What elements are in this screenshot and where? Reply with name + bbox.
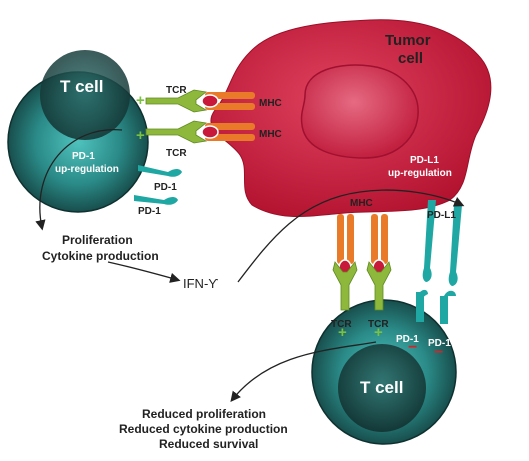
pdl1-label-bottom: PD-L1 — [427, 210, 456, 221]
mhc-label-lower: MHC — [259, 129, 282, 140]
pdl1-receptor-b — [448, 205, 462, 286]
arrow-to-ifn — [107, 261, 181, 283]
tcell-bottom-nucleus — [338, 344, 426, 432]
plus-sign-upper: + — [136, 92, 145, 109]
tumor-label-line2: cell — [398, 50, 423, 67]
arrow-proliferation — [35, 129, 123, 231]
mhc-label-upper: MHC — [259, 98, 282, 109]
pd1-label-bottom-a: PD-1 — [396, 334, 419, 345]
outcome-reduced-cytokine-production: Reduced cytokine production — [119, 422, 288, 436]
tcell-top-nucleus — [40, 50, 130, 140]
pdl1-upreg-label-line1: PD-L1 — [410, 155, 439, 166]
tcr-label-bottom-a: TCR — [331, 319, 352, 330]
pd1-top-label-a: PD-1 — [154, 182, 177, 193]
arrow-ifn-to-pdl1 — [237, 189, 465, 283]
pd1-label-bottom-b: PD-1 — [428, 338, 451, 349]
tcr-bottom-a — [332, 261, 358, 311]
tumor-nucleus — [300, 64, 419, 159]
minus-sign-a: − — [408, 339, 417, 356]
tumor-cell — [210, 19, 492, 217]
mhc-label-bottom: MHC — [350, 198, 373, 209]
plus-sign-bottom-a: + — [338, 324, 347, 341]
tcr-label-lower: TCR — [166, 148, 187, 159]
outcome-cytokine-production: Cytokine production — [42, 249, 159, 263]
outcome-proliferation: Proliferation — [62, 233, 133, 247]
plus-sign-bottom-b: + — [374, 324, 383, 341]
pd1-upreg-label-line1: PD-1 — [72, 151, 95, 162]
tumor-label-line1: Tumor — [385, 32, 431, 49]
pdl1-receptor-a — [422, 200, 436, 282]
ifn-label: IFN-ϒ — [183, 276, 218, 291]
pd1-receptor-bottom-a — [414, 289, 428, 322]
tcr-mhc-complex-lower — [145, 120, 255, 144]
plus-sign-lower: + — [136, 127, 145, 144]
pd1-receptor-top-a — [138, 165, 182, 177]
pd1-receptor-top-b — [134, 195, 178, 205]
pdl1-upreg-label-line2: up-regulation — [388, 168, 452, 179]
minus-sign-b: − — [434, 344, 443, 361]
outcome-reduced-survival: Reduced survival — [159, 437, 258, 451]
tcr-bottom-b — [366, 261, 392, 311]
arrow-reduced — [230, 341, 377, 403]
tcell-top-label: T cell — [60, 77, 103, 96]
tcr-mhc-complex-upper — [145, 89, 255, 113]
tcell-top — [7, 50, 149, 213]
tcell-bottom — [311, 299, 457, 445]
outcome-reduced-proliferation: Reduced proliferation — [142, 407, 266, 421]
pd1-receptor-bottom-b — [440, 290, 456, 324]
tcr-label-upper: TCR — [166, 85, 187, 96]
outcomes-top: Proliferation Cytokine production — [42, 233, 159, 263]
tcell-bottom-label: T cell — [360, 378, 403, 397]
pd1-top-label-b: PD-1 — [138, 206, 161, 217]
outcomes-bottom: Reduced proliferation Reduced cytokine p… — [119, 407, 288, 451]
tcr-label-bottom-b: TCR — [368, 319, 389, 330]
pd1-upreg-label-line2: up-regulation — [55, 164, 119, 175]
